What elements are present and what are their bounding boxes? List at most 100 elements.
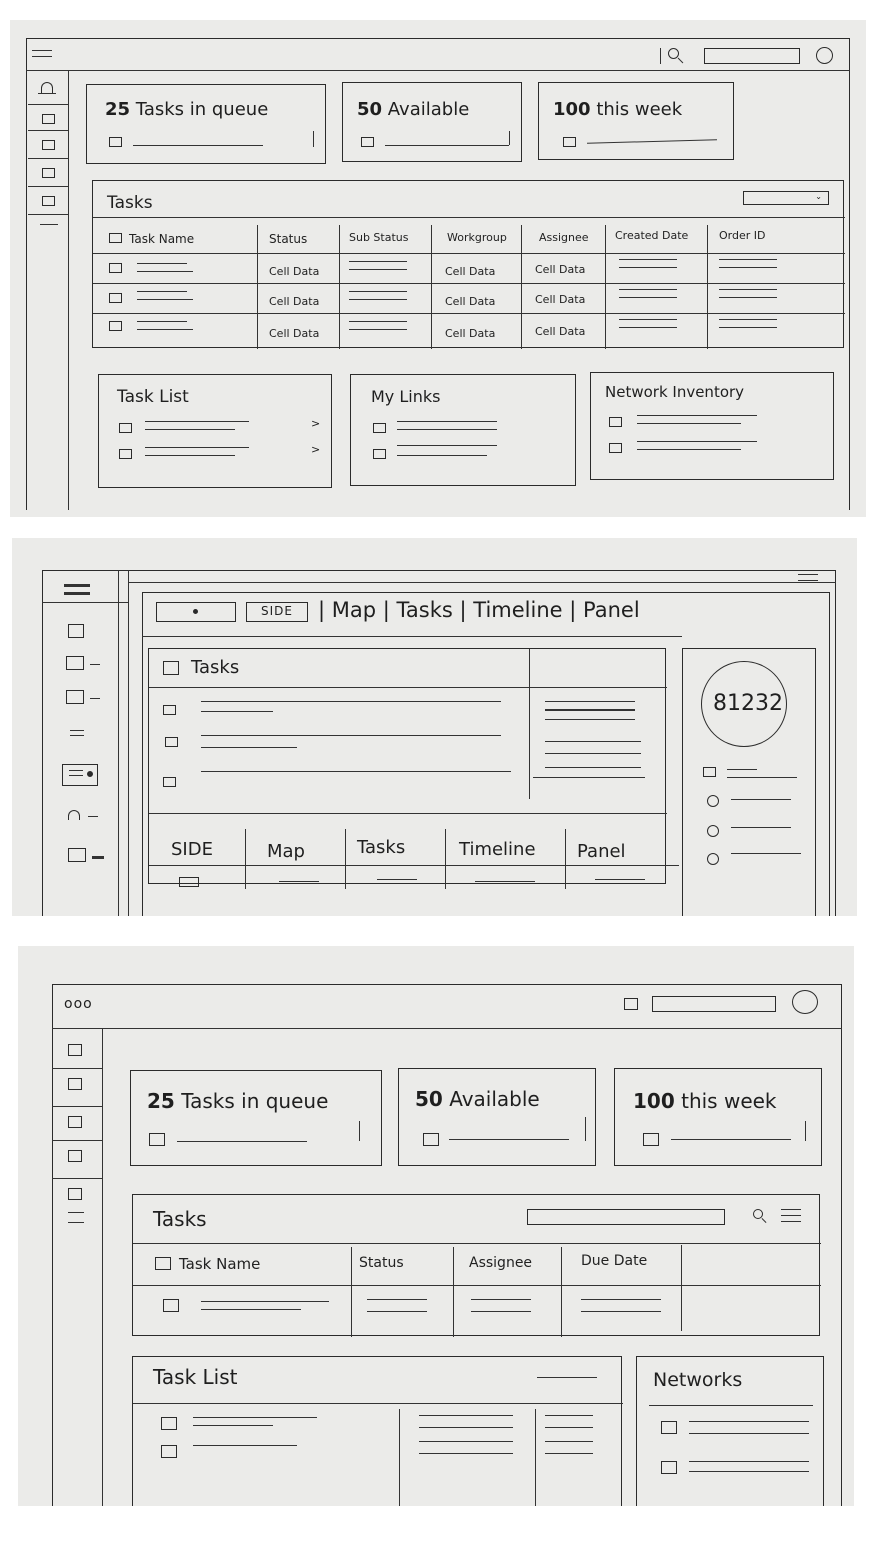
- sidebar-item-3[interactable]: [42, 168, 55, 178]
- search-icon[interactable]: [668, 48, 686, 66]
- sidebar-divider: [68, 1222, 84, 1223]
- sidebar-item-4[interactable]: [68, 1150, 82, 1162]
- metric-panel: 81232: [682, 648, 816, 916]
- search-icon[interactable]: [753, 1209, 769, 1225]
- chevron-right-icon[interactable]: >: [311, 443, 321, 456]
- sidebar-divider: [42, 602, 128, 603]
- tasks-title: Tasks: [107, 193, 153, 213]
- sidebar-item-2[interactable]: [66, 656, 106, 672]
- cell-status: Cell Data: [269, 327, 320, 340]
- checkbox-icon[interactable]: [163, 661, 179, 675]
- tab-timeline[interactable]: Timeline: [473, 598, 563, 622]
- panel-task-list[interactable]: Task List: [132, 1356, 623, 1506]
- tab-map[interactable]: Map: [331, 598, 377, 622]
- main-panel: [142, 592, 830, 916]
- top-bar-divider: [26, 70, 850, 71]
- avatar-icon[interactable]: [792, 990, 818, 1014]
- cell-assignee: Cell Data: [535, 263, 586, 276]
- checkbox-icon: [109, 137, 122, 147]
- checkbox-icon: [361, 137, 374, 147]
- hamburger-icon[interactable]: [32, 50, 52, 62]
- tasks-title: Tasks: [153, 1207, 207, 1231]
- cell-assignee: Cell Data: [535, 293, 586, 306]
- sidebar-divider: [28, 214, 68, 215]
- sketch-map-view: SIDE | Map | Tasks | Timeline | Panel Ta…: [12, 538, 857, 916]
- window-controls[interactable]: ooo: [64, 996, 93, 1012]
- sidebar-item-6[interactable]: [68, 848, 118, 864]
- sidebar-item-1[interactable]: [68, 624, 84, 638]
- stat-card-queue[interactable]: 25 Tasks in queue: [86, 84, 326, 164]
- stat-card-available[interactable]: 50 Available: [342, 82, 522, 162]
- tab-tasks[interactable]: Tasks: [396, 598, 453, 622]
- search-input[interactable]: [527, 1209, 725, 1225]
- stat-card-available[interactable]: 50 Available: [398, 1068, 596, 1166]
- sidebar-item-3[interactable]: [66, 690, 106, 706]
- sidebar-divider: [68, 1212, 84, 1213]
- hamburger-icon[interactable]: [64, 582, 90, 596]
- cell-workgroup: Cell Data: [445, 265, 496, 278]
- panel-title: Task List: [153, 1365, 238, 1389]
- sidebar-item-5[interactable]: [68, 808, 108, 822]
- col-task-name[interactable]: Task Name: [179, 1255, 261, 1273]
- stat-card-queue[interactable]: 25 Tasks in queue: [130, 1070, 382, 1166]
- sidebar-item-active[interactable]: [62, 764, 98, 786]
- search-input[interactable]: [652, 996, 776, 1012]
- bottom-tab-timeline[interactable]: Timeline: [459, 839, 536, 860]
- sidebar-divider: [28, 104, 68, 105]
- panel-my-links[interactable]: My Links: [350, 374, 576, 486]
- stat-card-title: 100 this week: [553, 99, 683, 120]
- col-order-id[interactable]: Order ID: [719, 229, 766, 242]
- sidebar-border: [102, 1028, 103, 1506]
- app-frame: [42, 570, 836, 916]
- panel-network-inventory[interactable]: Network Inventory: [590, 372, 834, 480]
- sidebar-item-2[interactable]: [42, 140, 55, 150]
- sidebar-item-4[interactable]: [42, 196, 55, 206]
- col-sub-status[interactable]: Sub Status: [349, 231, 409, 244]
- sketch-dashboard-3: ooo 25 Tasks in queue 50 Available 100 t…: [18, 946, 854, 1506]
- bottom-tab-map[interactable]: Map: [267, 841, 305, 862]
- col-status[interactable]: Status: [359, 1255, 404, 1271]
- search-input[interactable]: [704, 48, 800, 64]
- col-created-date[interactable]: Created Date: [615, 229, 689, 242]
- panel-title: Task List: [117, 387, 189, 407]
- sidebar-item-2[interactable]: [68, 1078, 82, 1090]
- checkbox-icon: [563, 137, 576, 147]
- sidebar-item-1[interactable]: [42, 114, 55, 124]
- sidebar-item-1[interactable]: [68, 1044, 82, 1056]
- menu-icon[interactable]: [70, 730, 84, 738]
- sidebar-divider: [28, 186, 68, 187]
- col-assignee[interactable]: Assignee: [539, 231, 589, 244]
- sidebar-border: [118, 570, 119, 916]
- col-status[interactable]: Status: [269, 232, 308, 246]
- sketch-dashboard-1: 25 Tasks in queue 50 Available 100 this …: [10, 20, 866, 517]
- select-all-checkbox[interactable]: [155, 1257, 171, 1270]
- col-task-name[interactable]: Task Name: [129, 232, 195, 246]
- sidebar-item-5[interactable]: [68, 1188, 82, 1200]
- stat-card-week[interactable]: 100 this week: [538, 82, 734, 160]
- toggle-button[interactable]: [156, 602, 236, 622]
- col-due-date[interactable]: Due Date: [581, 1253, 648, 1269]
- col-assignee[interactable]: Assignee: [469, 1255, 533, 1271]
- bottom-tab-side[interactable]: SIDE: [171, 839, 213, 860]
- bell-icon[interactable]: [38, 82, 56, 100]
- panel-networks[interactable]: Networks: [636, 1356, 824, 1506]
- bottom-tab-panel[interactable]: Panel: [577, 841, 626, 862]
- sidebar-border: [68, 70, 69, 510]
- sidebar-item-3[interactable]: [68, 1116, 82, 1128]
- tasks-section: Tasks SIDE Map Tasks Timeline Panel: [148, 648, 679, 889]
- stat-card-week[interactable]: 100 this week: [614, 1068, 822, 1166]
- panel-title: My Links: [371, 387, 441, 406]
- metric-circle: [701, 661, 787, 747]
- avatar-icon[interactable]: [816, 47, 833, 64]
- menu-icon[interactable]: [781, 1209, 801, 1223]
- select-all-checkbox[interactable]: [109, 233, 122, 243]
- tab-panel[interactable]: Panel: [583, 598, 640, 622]
- chevron-right-icon[interactable]: >: [311, 417, 321, 430]
- checkbox-icon[interactable]: [624, 998, 638, 1010]
- dropdown-icon[interactable]: ⌄: [743, 191, 829, 205]
- menu-icon[interactable]: [798, 574, 818, 584]
- col-workgroup[interactable]: Workgroup: [447, 231, 507, 244]
- panel-task-list[interactable]: Task List > >: [98, 374, 332, 488]
- side-button[interactable]: SIDE: [246, 602, 308, 622]
- bottom-tab-tasks[interactable]: Tasks: [357, 837, 406, 858]
